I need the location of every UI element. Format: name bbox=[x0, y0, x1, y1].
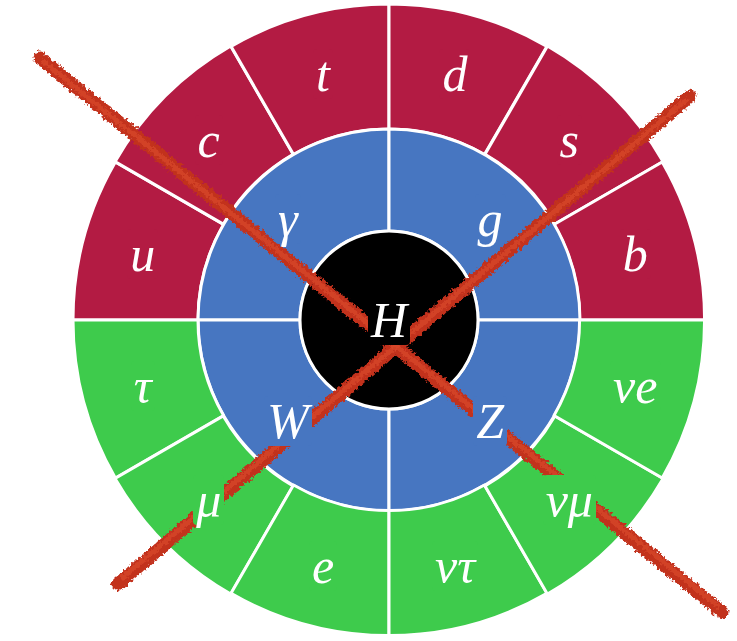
lepton-segment-fill bbox=[554, 320, 705, 478]
cross-stroke bbox=[40, 58, 722, 612]
particle-symbol: μ bbox=[193, 475, 224, 525]
higgs-circle-fill bbox=[300, 231, 478, 409]
particle-symbol: d bbox=[439, 49, 470, 99]
particle-symbol: γ bbox=[275, 194, 301, 244]
particle-symbol: τ bbox=[131, 361, 155, 411]
particle-symbol: H bbox=[368, 295, 410, 345]
particle-symbol: W bbox=[264, 396, 312, 446]
cross-stroke bbox=[44, 62, 718, 606]
particle-symbol: t bbox=[313, 49, 333, 99]
lepton-segment: e bbox=[229, 483, 391, 638]
lepton-segment-fill bbox=[231, 485, 389, 636]
cross-stroke bbox=[122, 100, 686, 578]
lepton-segment: νe bbox=[552, 318, 707, 480]
particle-symbol: s bbox=[557, 115, 582, 165]
particle-symbol: e bbox=[309, 541, 337, 591]
particle-symbol: ντ bbox=[432, 541, 478, 591]
particle-symbol: Z bbox=[473, 396, 507, 446]
particle-symbol: νe bbox=[610, 361, 660, 411]
cross-stroke bbox=[118, 96, 690, 584]
particle-symbol: νμ bbox=[543, 475, 596, 525]
particle-symbol: c bbox=[195, 115, 223, 165]
particle-symbol: g bbox=[475, 194, 506, 244]
particle-symbol: b bbox=[620, 229, 651, 279]
higgs-circle: H bbox=[298, 229, 480, 411]
particle-symbol: u bbox=[127, 229, 158, 279]
